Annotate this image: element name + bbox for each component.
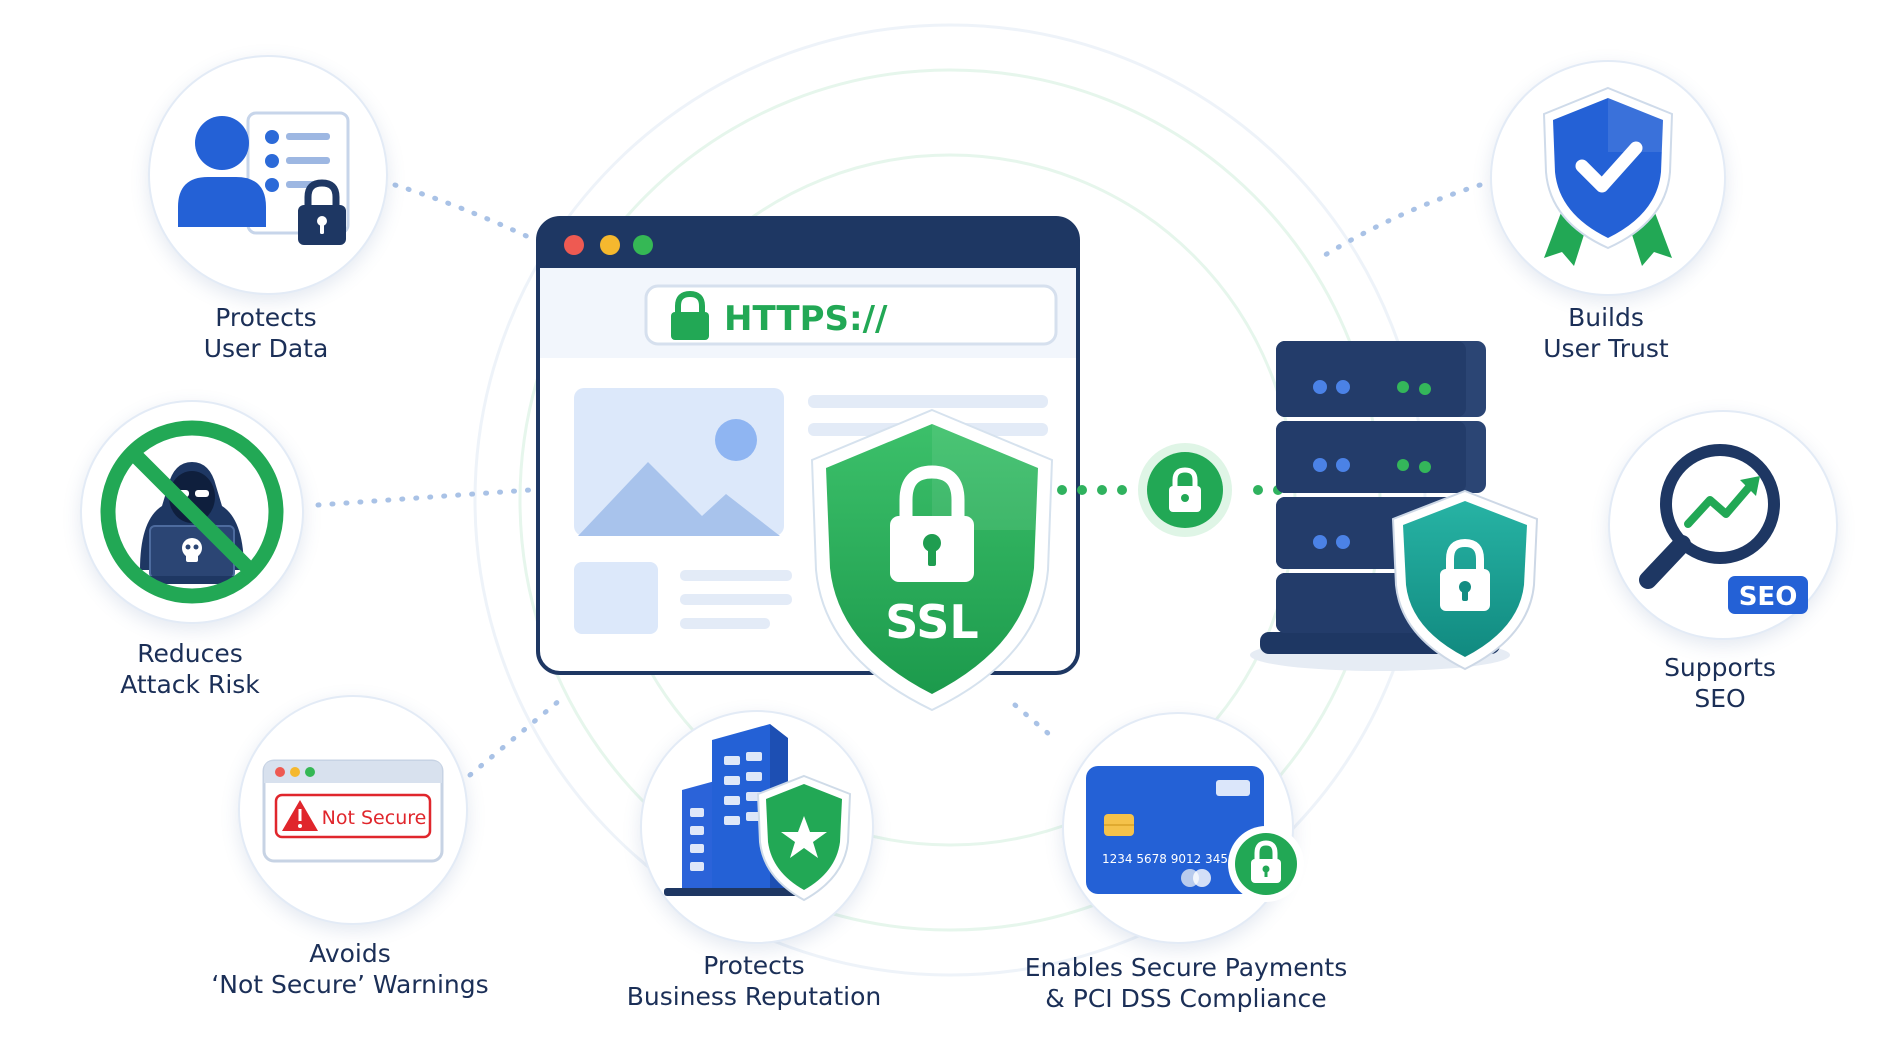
not-secure-text: Not Secure [322,807,427,829]
seo-badge-text: SEO [1739,582,1798,612]
server-shield-icon [1391,489,1539,671]
window-dot-red [564,235,584,255]
trust-label-line2: User Trust [1543,334,1669,363]
url-text: HTTPS:// [724,299,888,339]
attack-risk-label-line1: Reduces [137,639,243,668]
building-shield-icon [664,724,852,902]
secure-connection-link [1057,443,1283,537]
address-bar [644,284,1058,346]
user-data-badge [148,55,388,295]
connector-user-data [392,182,538,243]
ssl-shield-icon: SSL [810,408,1054,712]
connector-warnings [467,697,563,778]
reputation-label-line2: Business Reputation [626,982,882,1011]
attack-risk-badge [80,400,304,624]
reputation-badge [640,710,874,944]
reputation-label-line1: Protects [703,951,805,980]
window-dot-yellow [600,235,620,255]
warnings-label-line2: ‘Not Secure’ Warnings [211,970,489,999]
seo-label-line1: Supports [1664,653,1776,682]
warnings-badge: Not Secure [238,695,468,925]
user-data-icon [178,111,350,245]
seo-magnifier-icon: SEO [1639,444,1808,614]
attack-risk-label-line2: Attack Risk [120,670,260,699]
window-dot-green [633,235,653,255]
card-number-text: 1234 5678 9012 3456 [1102,852,1236,866]
seo-badge: SEO [1608,410,1838,640]
browser-window: HTTPS:// [536,216,1080,675]
connection-lock-icon [1169,467,1201,512]
address-lock-icon [671,290,709,340]
not-secure-window-icon: Not Secure [262,759,444,863]
trust-label-line1: Builds [1568,303,1644,332]
seo-label-line2: SEO [1694,684,1746,713]
shield-check-icon [1542,86,1674,266]
user-data-label-line1: Protects [215,303,317,332]
connector-trust [1322,182,1483,258]
warnings-label-line1: Avoids [309,939,391,968]
trust-badge [1490,60,1726,296]
credit-card-lock-icon: 1234 5678 9012 3456 [1086,766,1304,902]
user-data-label-line2: User Data [203,334,329,363]
payments-badge: 1234 5678 9012 3456 [1062,712,1304,944]
payments-label-line2: & PCI DSS Compliance [1045,984,1327,1013]
connector-attack-risk [315,487,533,508]
payments-label-line1: Enables Secure Payments [1024,953,1348,982]
hacker-prohibited-icon [100,420,284,604]
ssl-shield-text: SSL [885,595,979,649]
